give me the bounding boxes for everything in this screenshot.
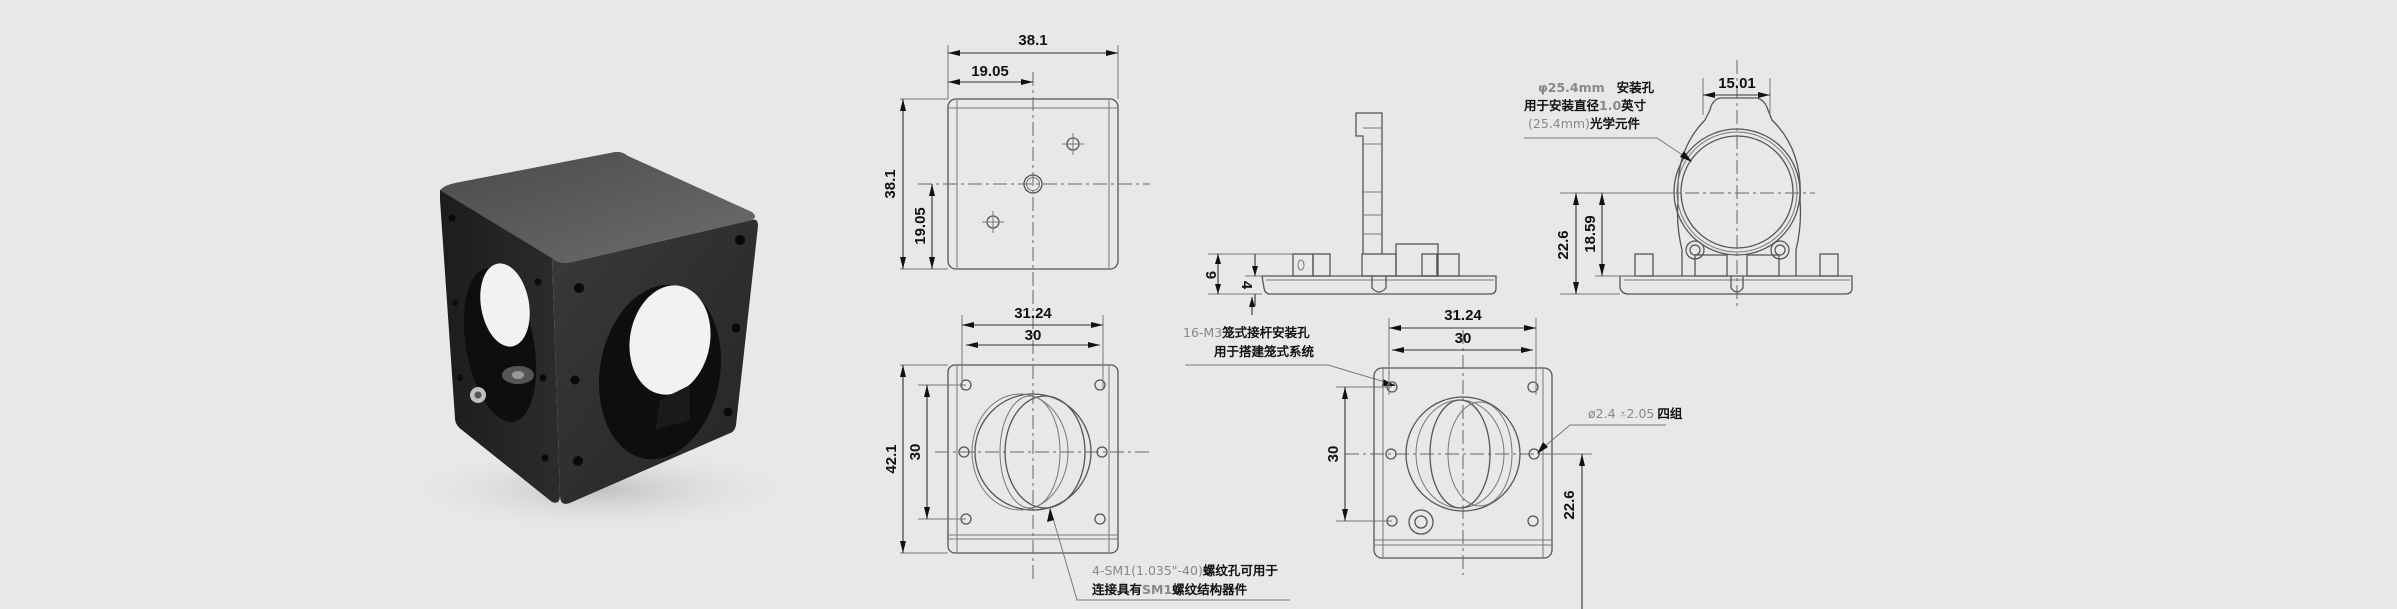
- pin-hole: [1528, 448, 1540, 460]
- cage-hole: [1527, 381, 1539, 393]
- dim-end-inner-height: 18.59: [1582, 215, 1599, 253]
- pin-hole: [1385, 448, 1397, 460]
- svg-text:用于安装直径1.0英寸: 用于安装直径1.0英寸: [1523, 98, 1647, 113]
- mount-hole-line3-desc: 光学元件: [1589, 116, 1641, 131]
- mount-hole-desc: 安装孔: [1617, 80, 1655, 95]
- mount-hole-line2a: 用于安装直径: [1523, 98, 1600, 113]
- sm1-bore-right: [1405, 396, 1521, 512]
- sm1-note-line2-grey: SM1: [1142, 582, 1172, 597]
- side-post: [1355, 112, 1383, 254]
- product-render: [390, 151, 810, 535]
- cage-rod-desc: 笼式接杆安装孔: [1221, 325, 1310, 340]
- cage-rod-spec: 16-M3: [1183, 325, 1222, 340]
- dim-front-left-height: 42.1: [883, 444, 900, 473]
- pin-hole-count: 四组: [1657, 406, 1683, 421]
- cage-hole: [1096, 446, 1108, 458]
- dim-top-width: 38.1: [1018, 32, 1047, 49]
- side-view: 9 4: [1202, 112, 1497, 315]
- svg-text:16-M3笼式接杆安装孔: 16-M3笼式接杆安装孔: [1183, 325, 1310, 340]
- dim-side-base-height: 4: [1238, 281, 1255, 290]
- svg-text:4-SM1(1.035"-40)螺纹孔可用于: 4-SM1(1.035"-40)螺纹孔可用于: [1092, 563, 1278, 578]
- svg-text:(25.4mm)光学元件: (25.4mm)光学元件: [1528, 116, 1640, 131]
- dim-front-left-inner-width: 30: [1025, 327, 1042, 344]
- mount-hole-spec: φ25.4mm: [1538, 80, 1605, 95]
- mount-hole-note: φ25.4mm 安装孔 用于安装直径1.0英寸 (25.4mm)光学元件: [1523, 80, 1655, 131]
- dim-top-half-height: 19.05: [912, 207, 929, 245]
- cage-rod-note: 16-M3笼式接杆安装孔 用于搭建笼式系统: [1183, 325, 1396, 386]
- cage-rod-desc-2: 用于搭建笼式系统: [1213, 344, 1315, 359]
- sm1-note-spec: 4-SM1(1.035"-40): [1092, 563, 1203, 578]
- end-view: 15.01 22.6 18.59: [1524, 60, 1853, 310]
- sm1-bore: [974, 393, 1092, 511]
- end-ring-housing: [1676, 97, 1802, 276]
- dim-front-right-outer-width: 31.24: [1444, 307, 1482, 324]
- mount-hole-line3-grey: (25.4mm): [1528, 116, 1590, 131]
- pin-hole-spec: ø2.4 ⩡2.05: [1588, 406, 1654, 421]
- dim-end-center-height: 22.6: [1555, 230, 1572, 259]
- sm1-note-line2a: 连接具有: [1092, 582, 1142, 597]
- dim-front-left-outer-width: 31.24: [1014, 305, 1052, 322]
- dim-front-right-hole-spacing: 30: [1325, 446, 1342, 463]
- dim-top-height: 38.1: [882, 169, 899, 198]
- dim-side-total-height: 9: [1202, 271, 1219, 279]
- dim-front-right-center-height: 22.6: [1561, 490, 1578, 519]
- front-view-right: 31.24 30 30 22.6: [1325, 307, 1666, 609]
- sm1-note-desc: 螺纹孔可用于: [1203, 563, 1279, 578]
- front-view-left: 31.24 30 42.1 30: [883, 290, 1290, 601]
- dim-end-ring-width: 15.01: [1718, 75, 1756, 92]
- cage-hole: [1094, 379, 1106, 391]
- svg-text:连接具有SM1螺纹结构器件: 连接具有SM1螺纹结构器件: [1092, 582, 1248, 597]
- sm1-thread-note: 4-SM1(1.035"-40)螺纹孔可用于 连接具有SM1螺纹结构器件: [1092, 563, 1278, 597]
- end-base: [1619, 275, 1853, 295]
- side-base: [1261, 275, 1497, 295]
- mount-hole-line2b: 英寸: [1621, 98, 1647, 113]
- sm1-note-line2b: 螺纹结构器件: [1172, 582, 1248, 597]
- dim-front-left-hole-spacing: 30: [907, 444, 924, 461]
- set-screw-hole: [1408, 509, 1434, 535]
- cage-hole: [1094, 513, 1106, 525]
- dim-front-right-inner-width: 30: [1455, 330, 1472, 347]
- top-view: 38.1 19.05 38.1 19.05: [882, 32, 1150, 290]
- cage-hole: [958, 446, 970, 458]
- mount-hole-line2-grey: 1.0: [1599, 98, 1621, 113]
- dim-top-half-width: 19.05: [971, 63, 1009, 80]
- cube-top-face: [440, 151, 755, 263]
- center-hole: [1023, 174, 1043, 194]
- cage-hole: [1527, 515, 1539, 527]
